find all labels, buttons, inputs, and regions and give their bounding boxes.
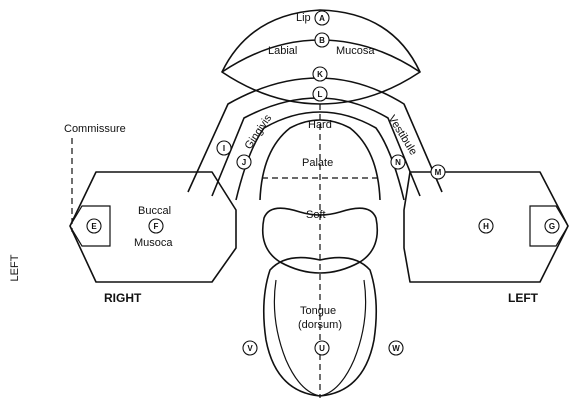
label-right-side: RIGHT <box>104 291 142 305</box>
svg-text:G: G <box>549 222 555 231</box>
marker-k: K <box>313 67 327 81</box>
label-soft: Soft <box>306 209 326 221</box>
svg-text:K: K <box>317 70 323 79</box>
svg-text:I: I <box>223 144 225 153</box>
marker-g: G <box>545 219 559 233</box>
label-commissure: Commissure <box>64 123 126 135</box>
svg-text:F: F <box>154 222 159 231</box>
svg-text:M: M <box>435 168 442 177</box>
marker-h: H <box>479 219 493 233</box>
side-caption-left: LEFT <box>9 254 21 281</box>
marker-i: I <box>217 141 231 155</box>
svg-text:E: E <box>91 222 97 231</box>
label-gingivis: Gingivis <box>243 112 275 152</box>
svg-text:J: J <box>242 158 246 167</box>
svg-text:A: A <box>319 14 325 23</box>
label-dorsum: (dorsum) <box>298 319 342 331</box>
label-musoca: Musoca <box>134 237 173 249</box>
marker-m: M <box>431 165 445 179</box>
marker-n: N <box>391 155 405 169</box>
label-mucosa: Mucosa <box>336 45 375 57</box>
svg-text:U: U <box>319 344 325 353</box>
label-buccal: Buccal <box>138 205 171 217</box>
svg-text:H: H <box>483 222 489 231</box>
marker-l: L <box>313 87 327 101</box>
marker-u: U <box>315 341 329 355</box>
tongue-left-lobe <box>274 280 320 396</box>
svg-text:V: V <box>247 344 253 353</box>
label-labial: Labial <box>268 45 297 57</box>
marker-f: F <box>149 219 163 233</box>
marker-b: B <box>315 33 329 47</box>
label-tongue: Tongue <box>300 305 336 317</box>
svg-text:W: W <box>392 344 400 353</box>
svg-text:N: N <box>395 158 401 167</box>
label-hard: Hard <box>308 119 332 131</box>
label-lip: Lip <box>296 12 311 24</box>
svg-text:B: B <box>319 36 325 45</box>
marker-e: E <box>87 219 101 233</box>
marker-w: W <box>389 341 403 355</box>
label-vestibule: Vestibule <box>385 113 419 157</box>
tongue-right-lobe <box>320 280 366 396</box>
marker-v: V <box>243 341 257 355</box>
svg-text:L: L <box>318 90 323 99</box>
label-palate: Palate <box>302 157 333 169</box>
label-left-side: LEFT <box>508 291 539 305</box>
marker-a: A <box>315 11 329 25</box>
marker-j: J <box>237 155 251 169</box>
